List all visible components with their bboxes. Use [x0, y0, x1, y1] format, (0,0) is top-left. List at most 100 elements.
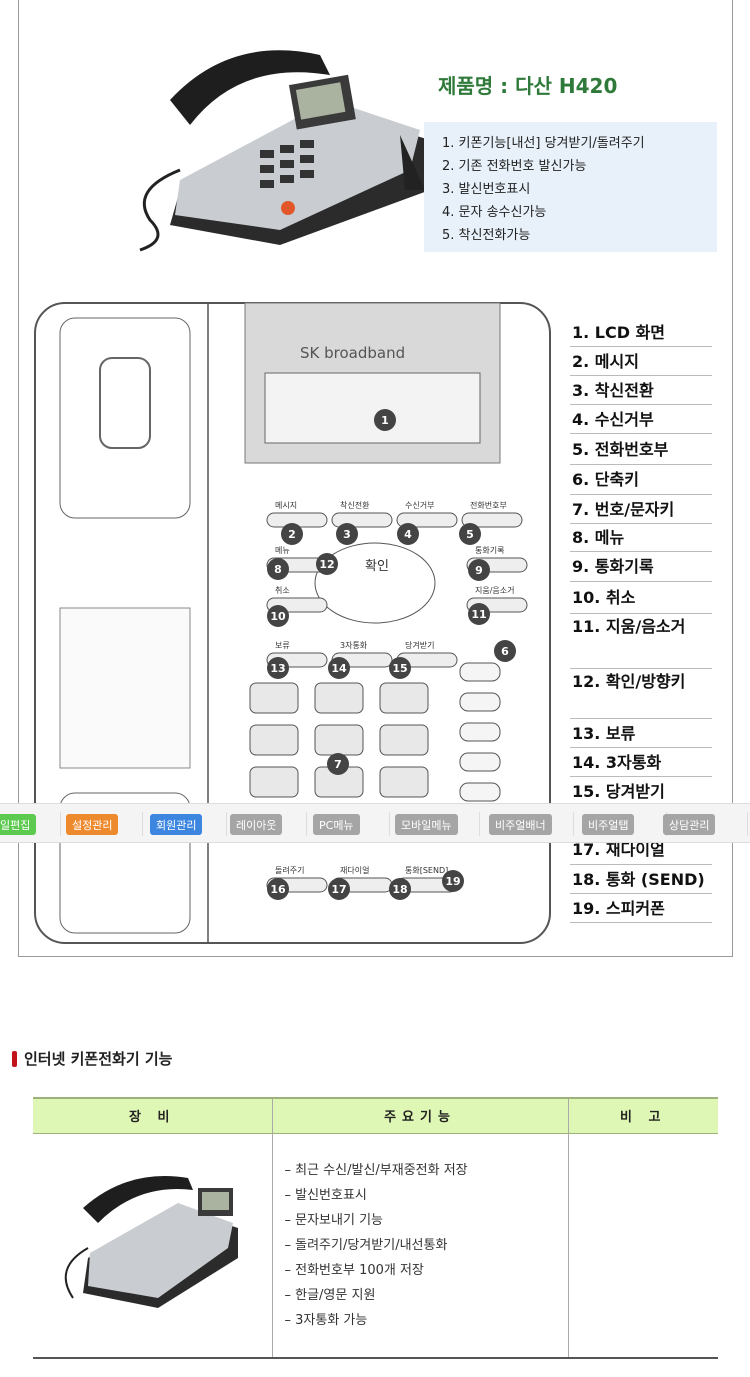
toolbar-button[interactable]: 모바일메뉴 — [395, 814, 458, 835]
function-item: – 문자보내기 기능 — [284, 1212, 384, 1228]
key-label: 수신거부 — [405, 501, 434, 510]
callout-number: 12 — [319, 558, 334, 571]
callout-2: 2 — [281, 523, 303, 545]
callout-19: 19 — [442, 870, 464, 892]
callout-number: 8 — [274, 563, 282, 576]
col-functions: 주요기능 — [271, 1097, 568, 1134]
dial-key — [379, 724, 429, 756]
callout-number: 16 — [270, 883, 286, 896]
callout-number: 6 — [501, 645, 509, 658]
phone-key — [396, 512, 458, 528]
key-label: 돌려주기 — [275, 865, 304, 875]
feature-item: 4. 문자 송수신가능 — [442, 205, 547, 220]
speed-dial-key — [459, 782, 501, 802]
key-label: 메시지 — [275, 501, 297, 510]
callout-16: 16 — [267, 878, 289, 900]
speed-dial-key — [459, 692, 501, 712]
function-item: – 발신번호표시 — [284, 1187, 367, 1203]
legend-item: 2. 메시지 — [570, 347, 712, 376]
key-label: 확인 — [365, 559, 389, 574]
toolbar-button[interactable]: 일편집 — [0, 814, 37, 835]
toolbar-separator — [142, 812, 143, 836]
callout-15: 15 — [389, 657, 411, 679]
toolbar-button[interactable]: PC메뉴 — [313, 814, 360, 835]
toolbar-button[interactable]: 비주얼배너 — [489, 814, 552, 835]
legend-item: 13. 보류 — [570, 719, 712, 748]
product-panel — [18, 0, 733, 957]
callout-number: 13 — [270, 662, 285, 675]
legend-item: 9. 통화기록 — [570, 552, 712, 582]
key-label: 착신전환 — [340, 500, 370, 510]
callout-11: 11 — [468, 603, 490, 625]
key-label: 메뉴 — [275, 546, 290, 555]
callout-number: 19 — [445, 875, 460, 888]
callout-number: 11 — [471, 608, 486, 621]
phone-thumbnail — [64, 1176, 238, 1309]
key-label: 통화기록 — [475, 546, 504, 555]
toolbar-button[interactable]: 상담관리 — [663, 814, 716, 835]
toolbar-button[interactable]: 비주얼탭 — [582, 814, 635, 835]
callout-17: 17 — [328, 878, 350, 900]
key-label: 재다이얼 — [340, 865, 369, 875]
feature-item: 2. 기존 전화번호 발신가능 — [442, 159, 587, 174]
legend-item: 12. 확인/방향키 — [570, 669, 712, 719]
toolbar-button[interactable]: 설정관리 — [66, 814, 119, 835]
key-label: 취소 — [275, 586, 290, 595]
table-row: – 최근 수신/발신/부재중전화 저장 – 발신번호표시 – 문자보내기 기능 – 돌… — [33, 1133, 718, 1359]
phone-key — [461, 512, 523, 528]
product-title: 제품명 : 다산 H420 — [438, 74, 618, 98]
dial-key — [314, 724, 364, 756]
callout-number: 15 — [392, 662, 407, 675]
feature-table: 장 비 주요기능 비 고 – 최근 수신/발신/부재중전화 저장– 발신번호표시… — [33, 1097, 718, 1359]
legend-item: 15. 당겨받기 — [570, 777, 712, 806]
col-device: 장 비 — [33, 1097, 272, 1134]
legend-item: 17. 재다이얼 — [570, 835, 712, 865]
legend-item: 7. 번호/문자키 — [570, 495, 712, 524]
toolbar-separator — [226, 812, 227, 836]
toolbar-separator — [306, 812, 307, 836]
legend-item: 19. 스피커폰 — [570, 894, 712, 923]
key-label: 전화번호부 — [470, 500, 507, 510]
callout-5: 5 — [459, 523, 481, 545]
function-item: – 최근 수신/발신/부재중전화 저장 — [284, 1162, 468, 1178]
admin-toolbar: 일편집 설정관리 회원관리 레이아웃 PC메뉴 모바일메뉴 비주얼배너 비주얼탭 상담관리 — [0, 803, 750, 843]
callout-number: 18 — [392, 883, 407, 896]
callout-number: 5 — [466, 528, 474, 541]
callout-number: 3 — [343, 528, 351, 541]
key-label: 보류 — [275, 641, 290, 650]
legend-item: 18. 통화 (SEND) — [570, 865, 712, 894]
legend-item: 5. 전화번호부 — [570, 434, 712, 465]
speed-dial-key — [459, 662, 501, 682]
phone-photo — [139, 50, 430, 252]
callout-10: 10 — [267, 605, 289, 627]
callout-4: 4 — [397, 523, 419, 545]
callout-number: 14 — [331, 662, 347, 675]
functions-cell: – 최근 수신/발신/부재중전화 저장 – 발신번호표시 – 문자보내기 기능 – 돌… — [271, 1133, 568, 1359]
feature-item: 5. 착신전화가능 — [442, 228, 531, 243]
feature-item: 3. 발신번호표시 — [442, 182, 531, 197]
dial-key — [249, 766, 299, 798]
callout-8: 8 — [267, 558, 289, 580]
section-marker — [12, 1051, 17, 1067]
toolbar-button[interactable]: 레이아웃 — [230, 814, 283, 835]
callout-number: 17 — [331, 883, 346, 896]
legend-item: 14. 3자통화 — [570, 748, 712, 777]
function-item: – 돌려주기/당겨받기/내선통화 — [284, 1237, 448, 1253]
nav-pad — [314, 542, 436, 624]
callout-12: 12 — [316, 553, 338, 575]
toolbar-separator — [573, 812, 574, 836]
legend-item: 8. 메뉴 — [570, 524, 712, 552]
legend-item: 6. 단축키 — [570, 465, 712, 495]
callout-1: 1 — [374, 409, 396, 431]
dial-key — [249, 724, 299, 756]
function-item: – 3자통화 가능 — [284, 1312, 368, 1328]
key-label: 당겨받기 — [405, 640, 434, 650]
toolbar-button[interactable]: 회원관리 — [150, 814, 203, 835]
legend-item: 3. 착신전환 — [570, 376, 712, 405]
callout-number: 2 — [288, 528, 296, 541]
feature-item: 1. 키폰기능[내선] 당겨받기/돌려주기 — [442, 136, 645, 151]
device-cell — [33, 1133, 272, 1359]
callout-6: 6 — [494, 640, 516, 662]
note-cell — [567, 1133, 718, 1359]
key-label: 지움/음소거 — [475, 586, 515, 595]
